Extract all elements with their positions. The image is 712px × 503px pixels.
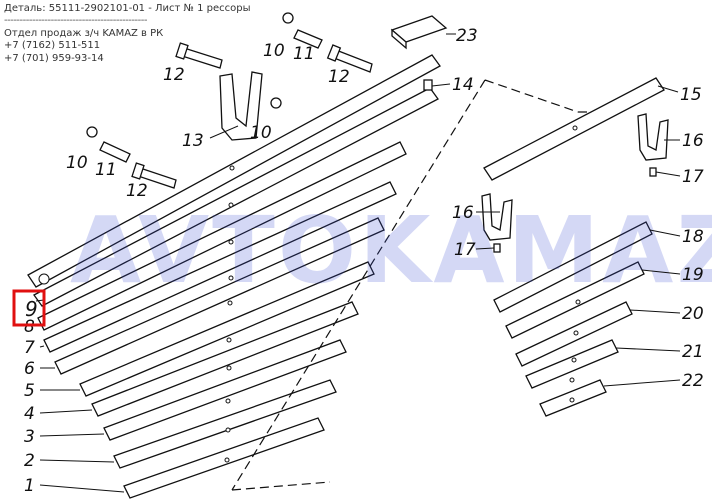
header-divider: ----------------------------------------… (4, 15, 147, 27)
header-phone-2: +7 (701) 959-93-14 (4, 52, 104, 64)
leaf-1 (123, 417, 325, 499)
bushing-11-upper (293, 29, 323, 49)
clamp-16-upper (637, 113, 669, 161)
callout-10-left: 10 (66, 153, 88, 173)
callout-13: 13 (182, 131, 204, 151)
header-title: Деталь: 55111-2902101-01 - Лист № 1 ресс… (4, 3, 251, 14)
callout-4: 4 (24, 404, 35, 424)
callout-12-upper: 12 (163, 65, 185, 85)
callout-19: 19 (682, 265, 704, 285)
callout-7: 7 (24, 338, 35, 358)
clamp-16-lower (481, 193, 513, 241)
callout-20: 20 (682, 304, 704, 324)
leader-lines (35, 33, 681, 493)
callout-17-lower: 17 (454, 240, 476, 260)
callout-17-upper: 17 (682, 167, 704, 187)
callout-3: 3 (24, 427, 35, 447)
callout-8: 8 (24, 317, 35, 337)
callout-12-right: 12 (328, 67, 350, 87)
callout-10-top: 10 (263, 41, 285, 61)
short-leaf-holes (569, 299, 581, 403)
leaf-2 (113, 379, 337, 469)
plate-23 (390, 15, 448, 50)
leaf-15 (483, 77, 665, 181)
callout-22: 22 (682, 371, 704, 391)
callout-14: 14 (452, 75, 474, 95)
callout-16-upper: 16 (682, 131, 704, 151)
callout-9: 9 (25, 297, 38, 321)
header-phone-1: +7 (7162) 511-511 (4, 40, 101, 52)
nut-10-middle (270, 97, 282, 109)
bolt-12-upper (175, 42, 223, 69)
leaf-3 (103, 339, 347, 441)
bushing-11-lower (99, 141, 131, 163)
callout-5: 5 (24, 381, 35, 401)
leaf-7 (43, 181, 397, 353)
callout-21: 21 (682, 342, 704, 362)
header-info: Деталь: 55111-2902101-01 - Лист № 1 ресс… (4, 3, 251, 65)
callout-15: 15 (680, 85, 702, 105)
header-seller: Отдел продаж з/ч KAMAZ в РК (4, 27, 164, 39)
leaf-9 (33, 87, 439, 307)
centre-bolt-holes (224, 165, 235, 463)
callout-16-lower: 16 (452, 203, 474, 223)
bolt-12-right (326, 44, 373, 73)
callout-23: 23 (456, 26, 478, 46)
callout-11-upper: 11 (293, 44, 315, 64)
leaf-6 (54, 217, 385, 375)
subassembly-dashed-outline (231, 79, 600, 491)
leaf-21 (525, 339, 619, 389)
callout-2: 2 (24, 451, 35, 471)
callout-10-middle: 10 (250, 123, 272, 143)
leaf-top-main (27, 54, 441, 288)
callout-18: 18 (682, 227, 704, 247)
leaf-19 (505, 261, 645, 339)
callout-11-lower: 11 (95, 160, 117, 180)
callout-labels: 1 2 3 4 5 6 7 8 9 10 10 10 11 11 12 12 1… (12, 26, 704, 496)
main-leaf-pack (27, 54, 441, 499)
callout-6: 6 (24, 359, 35, 379)
bolt-17-upper (649, 167, 657, 177)
clamp-13 (219, 71, 263, 141)
leaf-4 (91, 301, 359, 417)
nut-10-top (282, 12, 294, 24)
callout-9-highlight-box (12, 289, 46, 327)
callout-12-lower: 12 (126, 181, 148, 201)
bolt-14 (423, 79, 433, 91)
watermark-text: AVTOKAMAZ.KZ (70, 197, 712, 304)
bolt-12-lower (131, 162, 177, 189)
leaf-5 (79, 261, 375, 397)
leaf-18 (493, 221, 653, 313)
callout-1: 1 (24, 476, 35, 496)
nut-10-left (86, 126, 98, 138)
